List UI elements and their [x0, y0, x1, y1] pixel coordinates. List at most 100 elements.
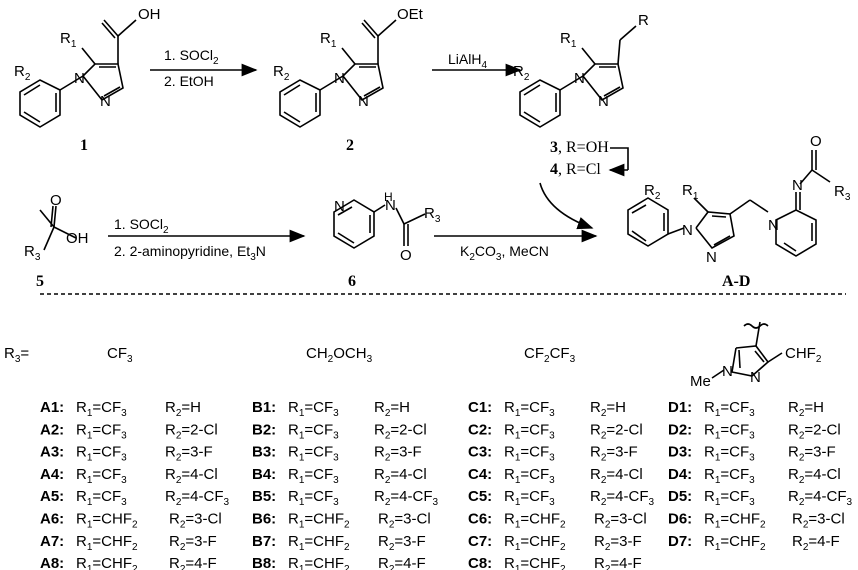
compound-id: D2:	[668, 421, 692, 438]
r2-value: R2=4-F	[169, 555, 217, 570]
r1-value: R1=CF3	[76, 421, 127, 441]
r2-value: R2=4-CF3	[165, 488, 230, 508]
r1-value: R1=CHF2	[76, 555, 138, 570]
r2-value: R2=2-Cl	[590, 421, 643, 441]
compound-id: D6:	[668, 511, 692, 528]
svg-text:N: N	[574, 70, 585, 87]
r1-value: R1=CF3	[704, 488, 755, 508]
svg-text:R2: R2	[513, 63, 530, 83]
condition-3b: 2. 2-aminopyridine, Et3N	[114, 243, 266, 263]
compound-id: A8:	[40, 555, 64, 570]
condition-3a: 1. SOCl2	[114, 216, 169, 236]
r2-value: R2=4-Cl	[374, 466, 427, 486]
svg-text:N: N	[722, 363, 733, 380]
svg-text:H: H	[384, 190, 393, 204]
r2-value: R2=H	[374, 399, 410, 419]
r3-group-c: CF2CF3	[524, 345, 576, 365]
r1-value: R1=CF3	[504, 421, 555, 441]
label-compound-3: 3, R=OH	[550, 139, 609, 156]
r1-value: R1=CF3	[288, 421, 339, 441]
compound-id: C8:	[468, 555, 492, 570]
compound-id: D3:	[668, 444, 692, 461]
r1-value: R1=CF3	[704, 421, 755, 441]
compound-id: D5:	[668, 488, 692, 505]
compound-id: C2:	[468, 421, 492, 438]
product-structure	[627, 150, 831, 257]
compound-id: C6:	[468, 511, 492, 528]
r2-value: R2=3-Cl	[378, 511, 431, 531]
svg-text:N: N	[792, 177, 803, 194]
svg-text:N: N	[334, 198, 345, 215]
r1-value: R1=CF3	[76, 399, 127, 419]
r2-value: R2=2-Cl	[165, 421, 218, 441]
r2-value: R2=4-F	[378, 555, 426, 570]
condition-2: LiAlH4	[448, 51, 487, 71]
r1-value: R1=CF3	[76, 488, 127, 508]
compound-id: B2:	[252, 421, 276, 438]
svg-text:N: N	[768, 217, 779, 234]
r3-group-d: CHF2	[785, 345, 822, 365]
r3-d-pyrazole-structure	[711, 321, 783, 379]
compound-id: A4:	[40, 466, 64, 483]
r2-value: R2=3-F	[169, 533, 217, 553]
compound-id: B5:	[252, 488, 276, 505]
r1-value: R1=CHF2	[288, 511, 350, 531]
compound-id: B8:	[252, 555, 276, 570]
condition-4: K2CO3, MeCN	[460, 243, 549, 263]
svg-text:R1: R1	[560, 30, 577, 50]
r1-value: R1=CF3	[288, 466, 339, 486]
compound-id: B3:	[252, 444, 276, 461]
compound-id: A6:	[40, 511, 64, 528]
r2-value: R2=4-Cl	[590, 466, 643, 486]
compound-id: C1:	[468, 399, 492, 416]
svg-text:R: R	[638, 12, 649, 29]
r3-label: R3=	[4, 345, 29, 365]
compound-id: D4:	[668, 466, 692, 483]
r2-value: R2=3-Cl	[594, 511, 647, 531]
r1-value: R1=CF3	[504, 466, 555, 486]
compound-id: B6:	[252, 511, 276, 528]
svg-text:N: N	[598, 93, 609, 110]
r2-value: R2=3-F	[374, 444, 422, 464]
r2-value: R2=3-F	[590, 444, 638, 464]
r2-value: R2=4-F	[792, 533, 840, 553]
label-compound-1: 1	[80, 137, 88, 154]
compound-1-r1-label: R1	[60, 30, 77, 50]
r1-value: R1=CF3	[504, 399, 555, 419]
r1-value: R1=CHF2	[504, 555, 566, 570]
svg-text:R3: R3	[24, 243, 41, 263]
compound-id: D7:	[668, 533, 692, 550]
r1-value: R1=CHF2	[704, 533, 766, 553]
compound-id: C3:	[468, 444, 492, 461]
compound-id: A1:	[40, 399, 64, 416]
svg-text:N: N	[682, 222, 693, 239]
svg-text:O: O	[810, 133, 822, 150]
r2-value: R2=3-Cl	[169, 511, 222, 531]
compound-id: C7:	[468, 533, 492, 550]
r1-value: R1=CHF2	[504, 511, 566, 531]
r1-value: R1=CF3	[76, 444, 127, 464]
compound-1-structure	[19, 19, 137, 128]
svg-text:N: N	[334, 70, 345, 87]
compound-1-n1-label: N	[74, 70, 85, 87]
condition-1b: 2. EtOH	[164, 73, 214, 89]
r2-value: R2=3-F	[594, 533, 642, 553]
r1-value: R1=CF3	[704, 466, 755, 486]
r2-value: R2=2-Cl	[374, 421, 427, 441]
compound-1-oh-label: OH	[138, 6, 161, 23]
label-compound-6: 6	[348, 273, 356, 290]
svg-text:R3: R3	[834, 183, 851, 203]
r2-value: R2=3-F	[788, 444, 836, 464]
r2-value: R2=4-Cl	[165, 466, 218, 486]
svg-text:OEt: OEt	[397, 6, 424, 23]
svg-text:R3: R3	[424, 205, 441, 225]
r3-d-methyl: Me	[690, 373, 711, 390]
svg-text:O: O	[50, 192, 62, 209]
r1-value: R1=CHF2	[504, 533, 566, 553]
svg-text:N: N	[750, 369, 761, 386]
svg-text:R1: R1	[682, 182, 699, 202]
compound-id: B1:	[252, 399, 276, 416]
svg-text:R2: R2	[273, 63, 290, 83]
